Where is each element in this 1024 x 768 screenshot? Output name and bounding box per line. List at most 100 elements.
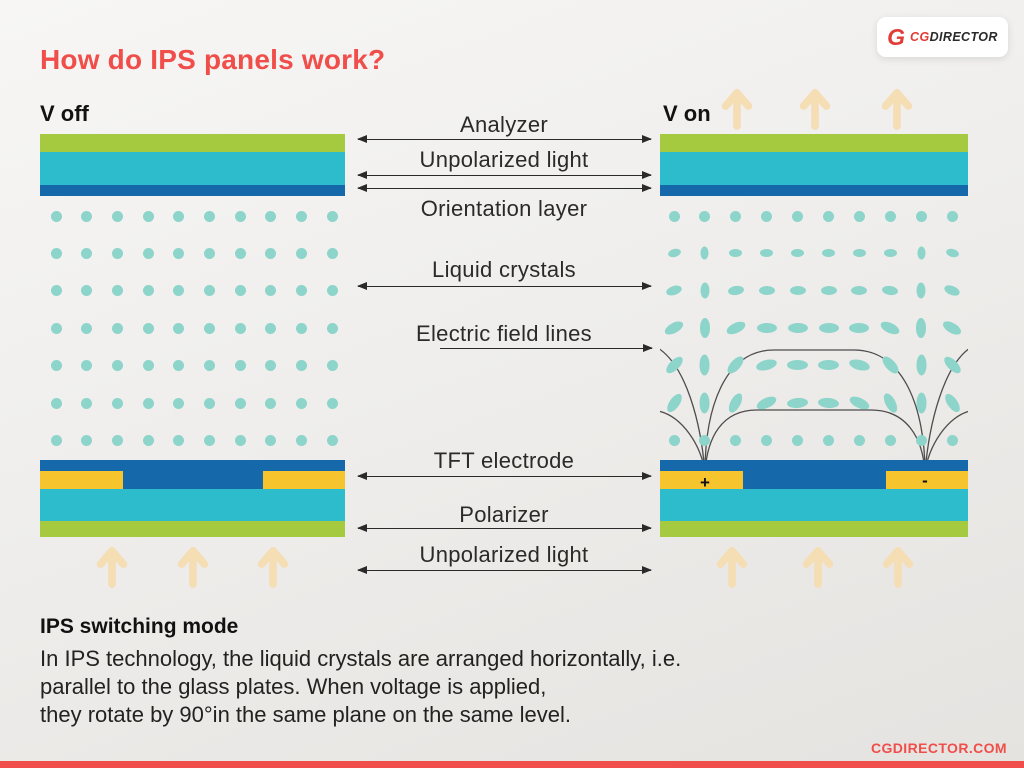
analyzer-layer [660,134,968,152]
layer-label: TFT electrode [433,448,575,473]
liquid-crystal [296,247,308,259]
liquid-crystal [173,359,185,371]
light-up-arrow-icon [881,89,913,130]
liquid-crystal [234,210,246,222]
liquid-crystal [50,434,62,446]
liquid-crystal [941,391,963,415]
liquid-crystal [296,397,308,409]
liquid-crystal [81,247,93,259]
liquid-crystal [265,247,277,259]
liquid-crystal [663,354,685,376]
liquid-crystal [760,249,774,257]
liquid-crystal [142,247,154,259]
double-arrow [357,135,652,144]
liquid-crystal [265,397,277,409]
lower-glass-layer [660,489,968,521]
liquid-crystal [173,434,185,446]
liquid-crystal [111,397,123,409]
orientation-layer [660,185,968,196]
liquid-crystal [234,359,246,371]
liquid-crystal [204,359,215,371]
liquid-crystal [761,210,773,222]
liquid-crystal [823,434,834,446]
liquid-crystal [853,210,865,222]
liquid-crystal [265,359,277,371]
liquid-crystal [941,354,964,376]
liquid-crystal [142,397,154,409]
liquid-crystal [946,210,958,222]
liquid-crystal [50,210,62,222]
electrode-right [263,471,345,489]
liquid-crystal [296,322,308,334]
liquid-crystal [296,434,308,446]
layer-label: Unpolarized light [419,147,589,172]
liquid-crystal [265,434,277,446]
liquid-crystal [234,247,246,259]
cgdirector-logo-text: CGDIRECTOR [910,30,998,44]
upper-glass-layer [40,152,345,185]
layer-label: Electric field lines [416,321,592,346]
liquid-crystal [786,397,809,409]
liquid-crystal [822,249,835,257]
liquid-crystal [792,434,804,446]
liquid-crystal [234,397,246,409]
light-up-arrow-icon [802,547,834,588]
liquid-crystal [823,210,834,222]
liquid-crystal [326,434,338,446]
light-up-arrow-icon [799,89,831,130]
liquid-crystal [173,284,185,296]
liquid-crystal [789,285,806,295]
liquid-crystal [916,282,926,298]
liquid-crystal [883,249,897,257]
upper-glass-layer [660,152,968,185]
liquid-crystal [204,397,215,409]
liquid-crystal [880,391,900,415]
liquid-crystal [204,284,215,296]
liquid-crystal [111,247,123,259]
footer-site: CGDIRECTOR.COM [870,740,1007,756]
liquid-crystal [700,246,709,260]
liquid-crystal [81,284,93,296]
liquid-crystal [326,247,338,259]
liquid-crystal [265,210,277,222]
liquid-crystal [668,434,680,446]
liquid-crystal [296,284,308,296]
double-arrow [357,566,652,575]
liquid-crystal [915,434,927,446]
liquid-crystal [50,284,62,296]
liquid-crystal [326,210,338,222]
liquid-crystal [173,247,185,259]
liquid-crystal [204,322,215,334]
liquid-crystal [142,284,154,296]
liquid-crystal [847,394,872,412]
liquid-crystal [847,357,871,373]
liquid-crystal [853,434,865,446]
liquid-crystal [296,210,308,222]
liquid-crystal [755,394,779,412]
double-arrow [357,524,652,533]
cgdirector-logo-icon: G [887,23,906,50]
liquid-crystal [727,284,745,296]
polarizer-layer [40,521,345,537]
liquid-crystal [204,210,215,222]
liquid-crystal [326,397,338,409]
panel-v-off [40,134,345,537]
plus-sign: + [700,473,710,492]
liquid-crystal [725,353,747,377]
liquid-crystal [699,210,711,222]
electrode-negative [886,471,968,489]
liquid-crystal [730,434,742,446]
liquid-crystal [884,434,896,446]
double-arrow [357,184,652,193]
liquid-crystal [265,284,277,296]
liquid-crystal [946,434,958,446]
liquid-crystal [668,210,680,222]
liquid-crystal [852,249,866,257]
liquid-crystal [787,360,809,370]
liquid-crystal [881,284,899,296]
liquid-crystal [142,322,154,334]
liquid-crystal [944,247,960,259]
panel-v-on: + - [660,134,968,537]
light-up-arrow-icon [716,547,748,588]
